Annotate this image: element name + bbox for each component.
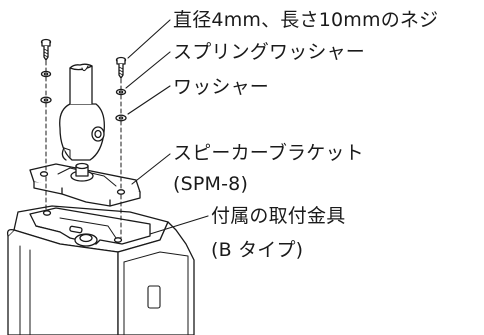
label-spring-washer: スプリングワッシャー xyxy=(173,41,366,63)
label-fitting-name: 付属の取付金具 xyxy=(211,205,346,227)
right-screw-stack xyxy=(115,56,127,122)
alignment-guides xyxy=(45,60,122,239)
mounting-fitting-b xyxy=(29,207,151,247)
label-screw: 直径4mm、長さ10mmのネジ xyxy=(173,9,439,31)
label-fitting-type: (B タイプ) xyxy=(211,239,304,261)
label-bracket-model: (SPM-8) xyxy=(173,173,249,195)
label-bracket-name: スピーカーブラケット xyxy=(173,142,364,164)
speaker-bracket xyxy=(29,63,141,207)
leader-lines xyxy=(125,19,209,235)
label-washer: ワッシャー xyxy=(173,76,270,98)
speaker-body xyxy=(6,205,195,335)
